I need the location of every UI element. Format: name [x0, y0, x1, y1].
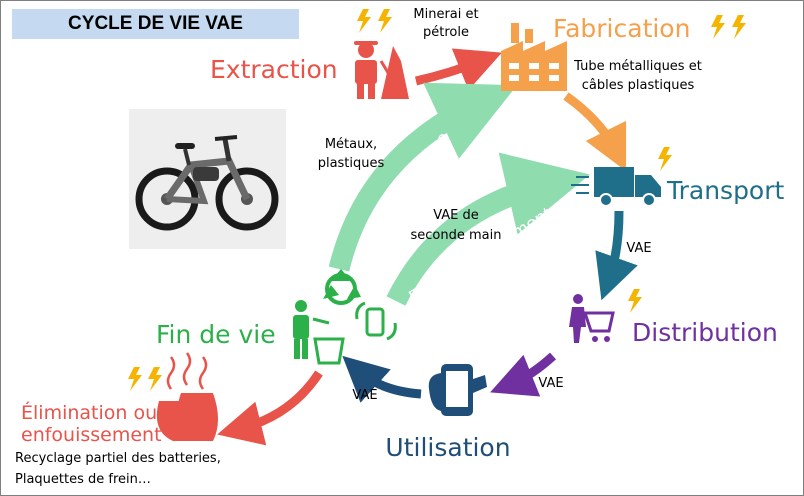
- arrow-findevie-elimination: [217, 370, 323, 446]
- label-vae-seconde-1: VAE de: [433, 208, 479, 223]
- title-box: CYCLE DE VIE VAE: [12, 9, 299, 39]
- phone-recycle-icon: [355, 301, 397, 341]
- label-minerai: Minerai et: [413, 7, 478, 22]
- person-trash-icon: [293, 300, 345, 365]
- label-vae-utilisation: VAE: [352, 388, 377, 403]
- bolt-icon-elimination: [128, 367, 162, 391]
- bike-photo: [129, 109, 286, 249]
- label-plastiques: plastiques: [318, 156, 385, 171]
- bolt-icon-transport: [658, 147, 672, 171]
- label-tube: Tube métalliques et: [573, 59, 702, 74]
- stage-elimination-line1: Élimination ou: [21, 401, 157, 424]
- recycle-icon: [323, 269, 361, 305]
- arrow-fabrication-transport: [563, 92, 627, 172]
- arrow-distribution-utilisation: [490, 352, 557, 397]
- stage-elimination-line2: enfouissement: [21, 424, 162, 446]
- truck-icon: [571, 167, 661, 207]
- bolt-icon-distribution: [628, 289, 642, 313]
- label-petrole: pétrole: [423, 25, 469, 40]
- cart-icon: [569, 294, 615, 343]
- smoke-icon: [166, 352, 208, 390]
- factory-icon: [501, 23, 567, 91]
- label-metaux: Métaux,: [325, 137, 377, 152]
- waste-bags-icon: [156, 393, 218, 441]
- arrow-reconditionnement: [386, 152, 590, 306]
- label-vae-transport: VAE: [626, 241, 651, 256]
- stage-utilisation: Utilisation: [385, 433, 510, 462]
- label-cables: câbles plastiques: [582, 78, 695, 93]
- label-plaquettes: Plaquettes de frein…: [15, 472, 151, 487]
- arrow-transport-distribution: [595, 210, 638, 301]
- arrow-recyclage: [328, 82, 518, 272]
- label-vae-seconde-2: seconde main: [411, 228, 502, 243]
- arrow-utilisation-findevie: [342, 355, 422, 403]
- bolt-icon-fabrication: [711, 15, 746, 39]
- arrow-extraction-fabrication: [414, 48, 502, 91]
- diagram-title: CYCLE DE VIE VAE: [68, 13, 243, 34]
- bolt-icon-extraction: [357, 9, 392, 33]
- bike-illustration: [129, 109, 286, 249]
- stage-distribution: Distribution: [632, 318, 778, 347]
- stage-fin-de-vie: Fin de vie: [156, 320, 276, 349]
- stage-transport: Transport: [666, 176, 785, 205]
- stage-extraction: Extraction: [210, 55, 338, 84]
- stage-fabrication: Fabrication: [553, 14, 690, 43]
- label-vae-distribution: VAE: [538, 376, 563, 391]
- miner-icon: [354, 41, 409, 99]
- label-recyclage-partiel: Recyclage partiel des batteries,: [15, 451, 221, 466]
- phone-hand-icon: [428, 364, 487, 416]
